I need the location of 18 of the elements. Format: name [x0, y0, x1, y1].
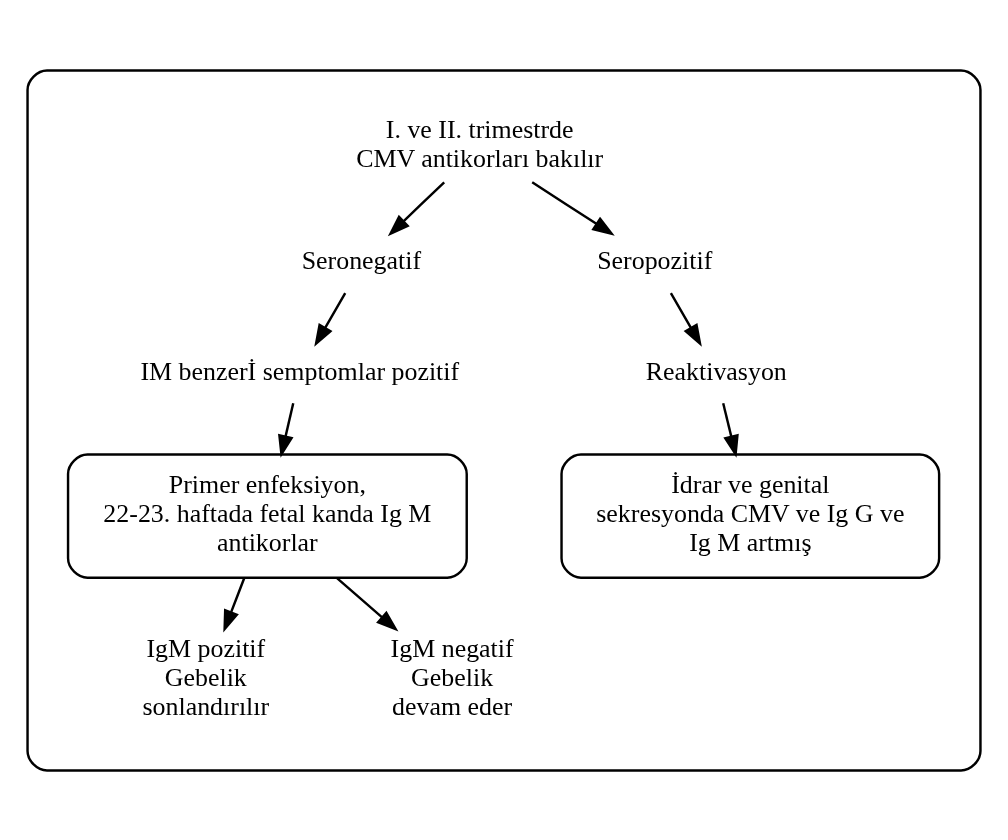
arrow [223, 577, 246, 633]
cluster [26, 68, 982, 772]
node-text: IgM negatif Gebelik devam eder [390, 633, 514, 721]
node-text: IgM pozitif Gebelik sonlandırılır [142, 633, 270, 721]
node-text: Seropozitif [597, 245, 713, 275]
node-box: İdrar ve genital sekresyonda CMV ve Ig G ve Ig M artmış [560, 452, 941, 579]
arrow [314, 291, 347, 347]
arrow [669, 291, 702, 347]
node-box: Primer enfeksiyon, 22-23. haftada fetal kanda Ig M antikorlar [66, 452, 468, 579]
node-text: IM benzerİ semptomlar pozitif [140, 356, 460, 386]
arrow [531, 180, 615, 236]
arrow [278, 402, 295, 458]
arrow [387, 180, 446, 236]
arrow [722, 402, 739, 458]
node-text: Seronegatif [301, 245, 422, 275]
node-text: Reaktivasyon [645, 356, 787, 386]
arrow [335, 576, 399, 632]
node-text: I. ve II. trimestrde CMV antikorları bakılır [356, 114, 604, 173]
